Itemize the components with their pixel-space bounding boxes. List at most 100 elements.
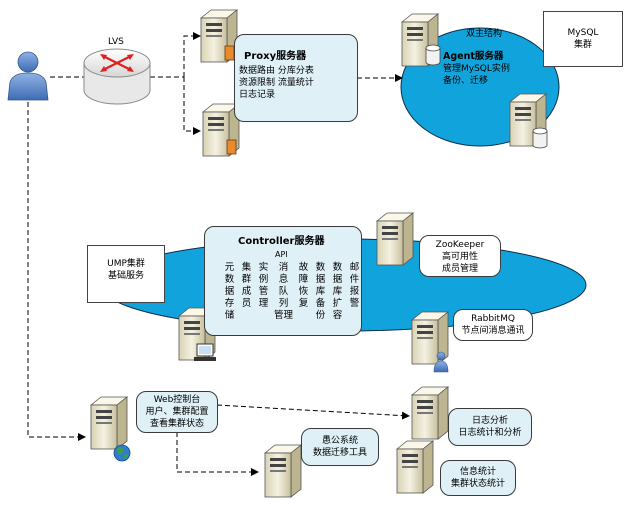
module-char: 息: [278, 274, 289, 285]
module-char: 数: [332, 262, 343, 273]
database-icon-bottom: [532, 127, 548, 149]
module-column: 元 数 据 存 储: [222, 262, 237, 322]
module-char: 据: [332, 274, 343, 285]
module-char: 恢: [298, 286, 309, 297]
proxy-server-title: Proxy服务器: [244, 51, 307, 62]
monitor-icon: [194, 343, 216, 361]
agent-feature-2: 备份、迁移: [443, 76, 489, 86]
zookeeper-title: ZooKeeper: [435, 240, 485, 250]
proxy-server-box: Proxy服务器 数据路由 分库分表 资源限制 流量统计 日志记录: [234, 34, 358, 122]
yugong-box: 愚公系统 数据迁移工具: [301, 428, 379, 466]
log-server-icon: [411, 386, 449, 440]
module-char: 份: [315, 310, 326, 321]
module-char: 扩: [332, 298, 343, 309]
agent-server-title: Agent服务器: [443, 51, 504, 62]
proxy-feature-2: 资源限制 流量统计: [239, 78, 314, 88]
mysql-title-line-2: 集群: [573, 40, 592, 50]
module-column: 数 据 库 备 份: [313, 262, 328, 322]
lvs-router-icon: [83, 48, 151, 105]
module-column: 邮 件 报 警: [347, 262, 362, 322]
module-char: 消: [278, 262, 289, 273]
module-char: 管理: [273, 310, 293, 321]
module-char: 集: [241, 262, 252, 273]
module-column: 消 息 队 列 管理: [273, 262, 294, 322]
module-char: 警: [349, 298, 360, 309]
proxy-bottom-badge: [226, 139, 237, 155]
proxy-feature-1: 数据路由 分库分表: [239, 66, 314, 76]
module-char: 储: [224, 310, 235, 321]
rabbitmq-user-icon: [433, 351, 449, 373]
mysql-title-line-1: MySQL: [567, 28, 599, 38]
user-web-line: [27, 102, 86, 441]
module-char: 数: [224, 274, 235, 285]
web-console-line-2: 查看集群状态: [149, 419, 204, 429]
proxy-top-badge: [224, 45, 235, 61]
zookeeper-line-1: 高可用性: [441, 252, 478, 262]
ring-label: 双主结构: [466, 29, 503, 39]
module-char: 成: [241, 286, 252, 297]
yugong-server-icon: [264, 444, 302, 498]
log-analysis-line-1: 日志统计和分析: [458, 428, 522, 438]
api-label: API: [275, 250, 288, 259]
info-stats-box: 信息统计 集群状态统计: [440, 460, 516, 496]
module-char: 实: [258, 262, 269, 273]
web-console-title: Web控制台: [153, 395, 201, 405]
module-char: 障: [298, 274, 309, 285]
module-column: 实 例 管 理: [256, 262, 271, 322]
module-column: 故 障 恢 复: [296, 262, 311, 322]
rabbitmq-title: RabbitMQ: [471, 314, 515, 324]
ump-cluster-title-box: UMP集群 基础服务: [87, 245, 165, 303]
proxy-feature-3: 日志记录: [239, 90, 276, 100]
controller-server-title: Controller服务器: [238, 236, 325, 247]
globe-icon: [113, 444, 131, 462]
yugong-title: 愚公系统: [321, 436, 358, 446]
module-char: 容: [332, 310, 343, 321]
stats-server-icon: [396, 440, 434, 494]
module-char: 群: [241, 274, 252, 285]
module-char: 管: [258, 286, 269, 297]
module-char: 员: [241, 298, 252, 309]
web-log-line: [216, 404, 410, 420]
controller-modules: 元 数 据 存 储 集 群 成 员 实 例 管 理 消 息 队 列 管理 故 障: [222, 262, 362, 322]
module-char: 故: [298, 262, 309, 273]
controller-server-box: [204, 226, 362, 336]
module-char: 队: [278, 286, 289, 297]
module-char: 复: [298, 298, 309, 309]
module-char: 据: [315, 274, 326, 285]
module-char: 例: [258, 274, 269, 285]
module-char: 报: [349, 286, 360, 297]
module-char: 元: [224, 262, 235, 273]
zookeeper-server-icon: [376, 212, 414, 266]
yugong-line-1: 数据迁移工具: [312, 448, 367, 458]
database-icon-top: [425, 44, 441, 66]
module-column: 数 据 库 扩 容: [330, 262, 345, 322]
user-icon: [7, 51, 49, 101]
module-char: 数: [315, 262, 326, 273]
zookeeper-line-2: 成员管理: [441, 264, 478, 274]
module-column: 集 群 成 员: [239, 262, 254, 322]
proxy-top-branch: [183, 32, 201, 77]
web-server-icon: [90, 396, 128, 450]
agent-feature-1: 管理MySQL实例: [443, 64, 510, 74]
zookeeper-box: ZooKeeper 高可用性 成员管理: [419, 235, 501, 277]
module-char: 备: [315, 298, 326, 309]
ump-title-line-2: 基础服务: [107, 271, 144, 281]
proxy-bottom-branch: [183, 77, 201, 135]
module-char: 件: [349, 274, 360, 285]
log-analysis-box: 日志分析 日志统计和分析: [448, 408, 532, 446]
module-char: 理: [258, 298, 269, 309]
module-char: 邮: [349, 262, 360, 273]
module-char: 库: [315, 286, 326, 297]
rabbitmq-box: RabbitMQ 节点间消息通讯: [453, 309, 533, 341]
web-console-line-1: 用户、集群配置: [145, 407, 209, 417]
info-stats-line-1: 集群状态统计: [450, 479, 505, 489]
connectors: [27, 32, 410, 476]
web-console-box: Web控制台 用户、集群配置 查看集群状态: [136, 391, 218, 433]
lvs-label: LVS: [108, 37, 124, 47]
agent-server-box: Agent服务器 管理MySQL实例 备份、迁移: [443, 51, 533, 87]
module-char: 据: [224, 286, 235, 297]
module-char: 列: [278, 298, 289, 309]
web-yugong-line: [176, 432, 259, 476]
ump-title-line-1: UMP集群: [107, 259, 145, 269]
